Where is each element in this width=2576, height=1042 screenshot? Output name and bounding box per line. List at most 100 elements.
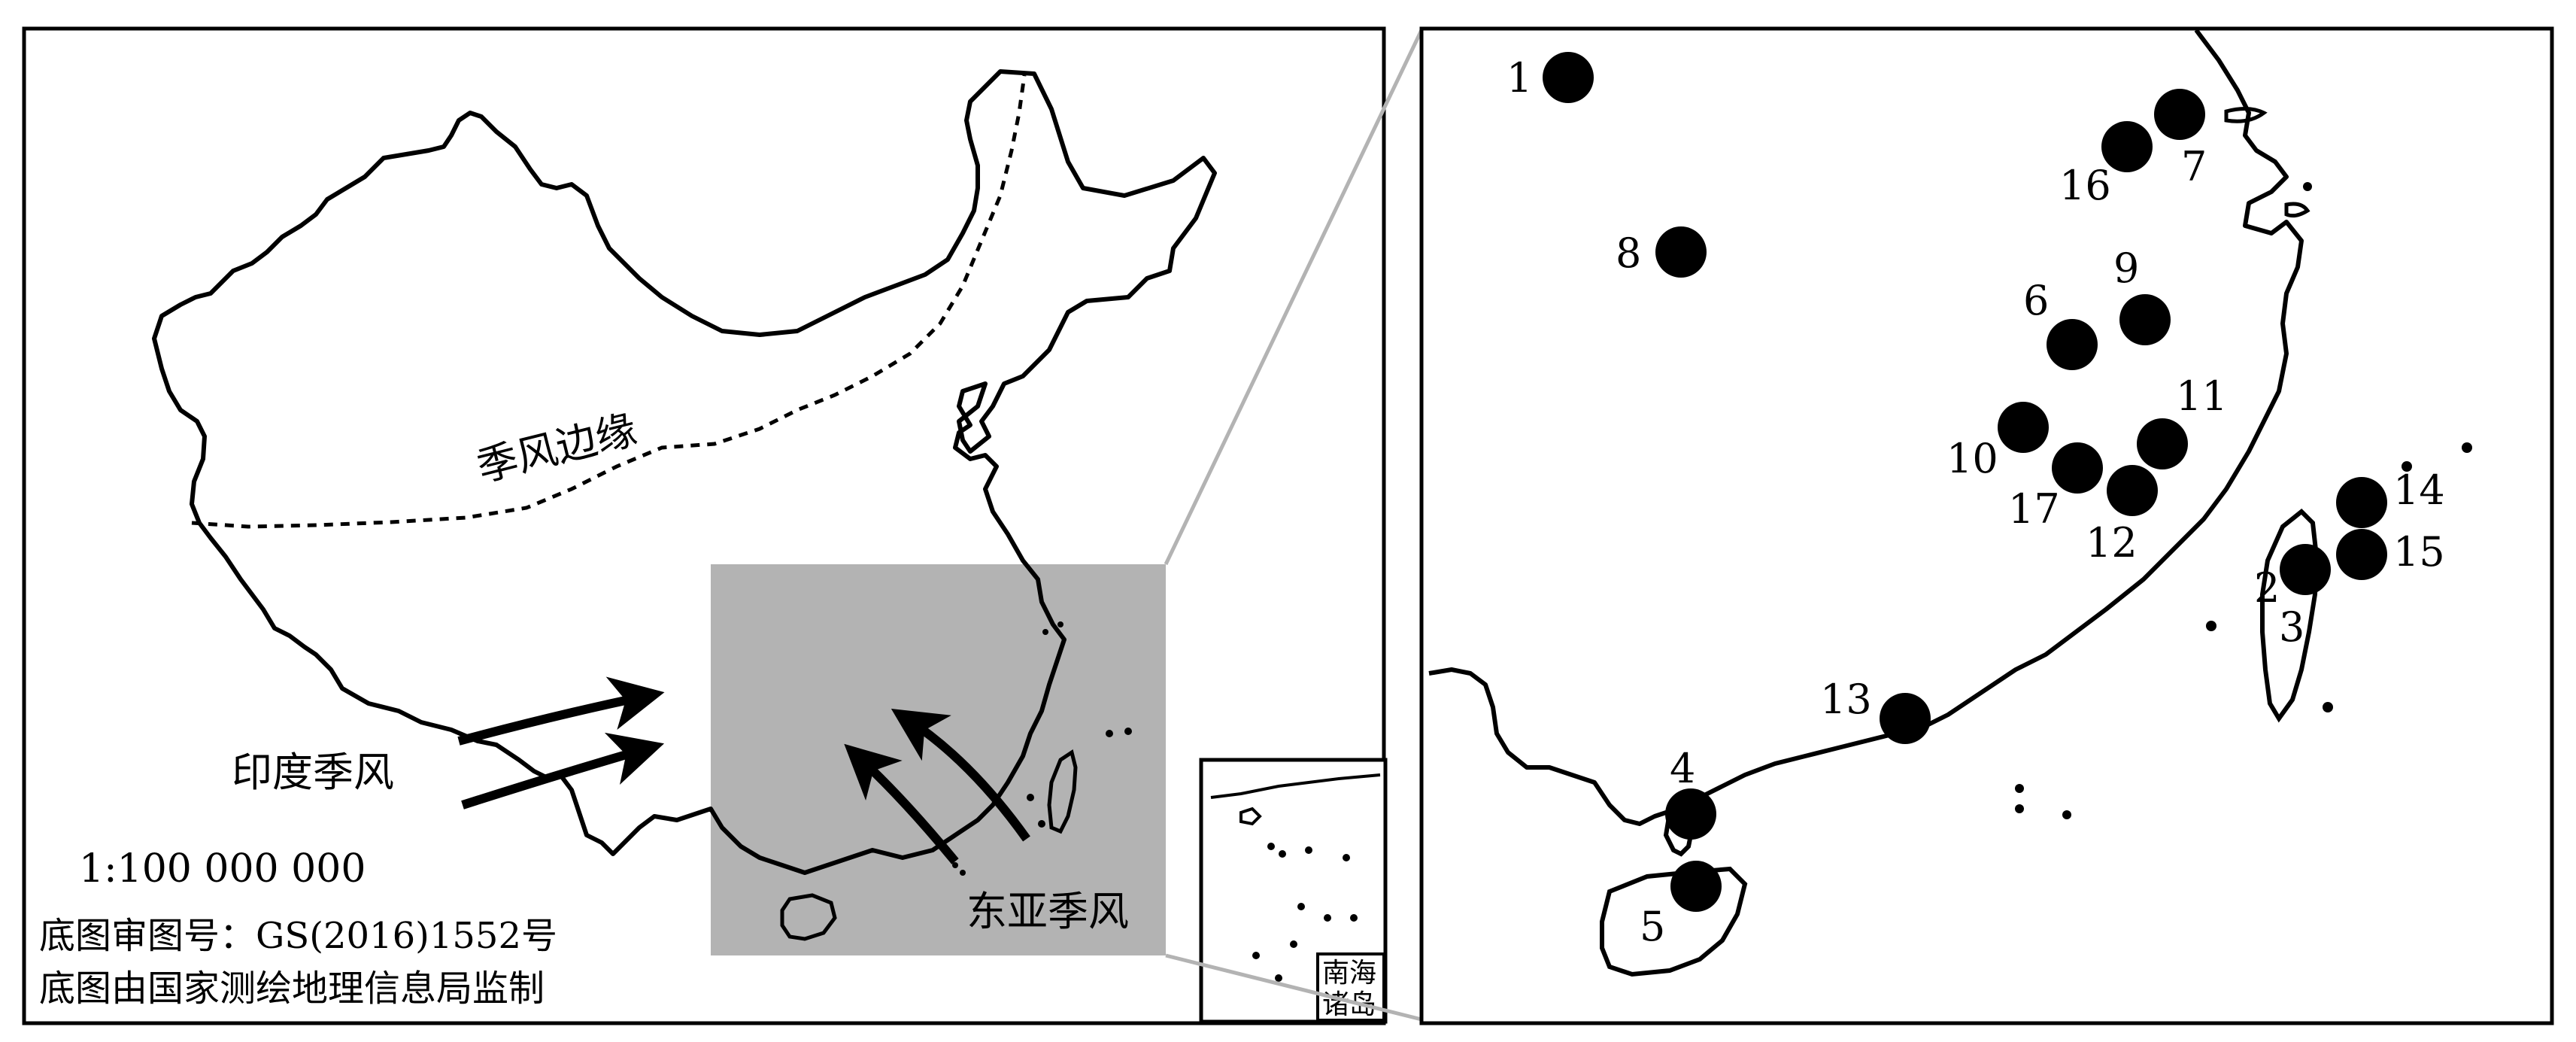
taiwan-island <box>1047 749 1078 834</box>
site-label: 7 <box>2181 143 2207 190</box>
india-monsoon-arrow-lower <box>461 732 665 810</box>
india-monsoon-arrow-upper <box>457 676 665 746</box>
island-ring <box>2224 107 2268 123</box>
inset-dot <box>1279 850 1286 858</box>
island-dot <box>2206 621 2216 631</box>
inset-label-line1: 南海 <box>1322 958 1376 989</box>
site-14: 14 <box>2336 466 2445 528</box>
site-marker <box>2119 294 2171 345</box>
site-label: 16 <box>2059 162 2111 209</box>
inset-dot <box>1290 940 1297 948</box>
site-15: 15 <box>2336 528 2445 580</box>
inset-dot <box>1343 854 1350 861</box>
site-2: 2 <box>2254 544 2331 612</box>
island-dot <box>2015 784 2024 793</box>
site-3: 3 <box>2279 603 2304 651</box>
zoomed-coastline <box>1428 29 2304 826</box>
site-10: 10 <box>1946 402 2049 482</box>
site-8: 8 <box>1616 226 1707 278</box>
island-dot <box>952 862 958 868</box>
site-17: 17 <box>2008 442 2103 533</box>
island-dot <box>1106 730 1113 737</box>
site-marker <box>2154 89 2205 140</box>
right-map-panel: 1 2 3 4 5 6 7 8 9 <box>1419 26 2554 1025</box>
site-marker <box>1665 788 1716 840</box>
inset-dot <box>1297 903 1305 910</box>
site-label: 14 <box>2393 466 2445 514</box>
site-5: 5 <box>1640 861 1722 950</box>
connector-line-top <box>1164 29 1424 566</box>
site-label: 12 <box>2086 519 2138 567</box>
island-ring <box>2284 202 2311 218</box>
china-outline <box>152 69 1217 875</box>
site-label: 5 <box>1640 903 1665 950</box>
site-4: 4 <box>1665 745 1716 840</box>
island-dot <box>1038 820 1045 828</box>
site-label: 10 <box>1946 435 1998 482</box>
island-dot <box>2462 442 2472 453</box>
site-marker <box>1543 52 1594 103</box>
left-map-panel: 季风边缘 印度季风 东亚季风 1:100 000 000 底图审图号：GS(20… <box>22 26 1388 1025</box>
island-dot <box>2323 702 2333 712</box>
site-label: 4 <box>1670 745 1695 792</box>
island-dot <box>2303 182 2312 191</box>
site-6: 6 <box>2023 277 2098 370</box>
site-label: 1 <box>1506 54 1532 102</box>
site-marker <box>2047 319 2098 370</box>
site-16: 16 <box>2059 121 2153 209</box>
inset-dot <box>1350 914 1358 922</box>
site-marker <box>2107 465 2158 516</box>
leizhou-peninsula <box>1663 812 1695 857</box>
inset-coast <box>1210 773 1381 799</box>
inset-dot <box>1275 974 1282 982</box>
hainan-island <box>780 893 837 941</box>
india-monsoon-label: 印度季风 <box>232 749 394 796</box>
site-label: 11 <box>2176 372 2228 420</box>
island-dot <box>2062 810 2071 819</box>
site-marker <box>2336 529 2387 580</box>
inset-dot <box>1305 846 1312 854</box>
site-7: 7 <box>2154 89 2207 190</box>
south-china-sea-inset: 南海 诸岛 <box>1199 758 1388 1024</box>
monsoon-edge-line <box>191 74 1027 529</box>
map-credit: 底图由国家测绘地理信息局监制 <box>39 968 545 1010</box>
inset-dot <box>1324 914 1331 922</box>
site-marker <box>2137 418 2188 469</box>
site-label: 6 <box>2023 277 2049 324</box>
island-dot <box>1124 728 1132 735</box>
island-dot <box>2402 461 2412 472</box>
connector-line-bottom <box>1165 953 1422 1022</box>
island-dot <box>960 870 966 876</box>
east-asia-monsoon-label: 东亚季风 <box>966 888 1129 935</box>
scale-text: 1:100 000 000 <box>79 846 366 892</box>
east-asia-monsoon-arrow-left <box>844 743 959 864</box>
taiwan-island-zoomed <box>2260 508 2320 723</box>
site-marker <box>2101 121 2153 172</box>
site-marker <box>2280 544 2331 595</box>
site-label: 17 <box>2008 485 2060 533</box>
site-marker <box>1998 402 2049 453</box>
inset-frame <box>1199 758 1388 1024</box>
island-dot <box>1042 629 1048 635</box>
island-dot <box>1027 794 1034 801</box>
site-label: 15 <box>2393 528 2445 576</box>
inset-dot <box>1252 952 1260 959</box>
site-label: 9 <box>2113 245 2139 292</box>
inset-island <box>1239 807 1262 826</box>
map-approval-number: 底图审图号：GS(2016)1552号 <box>39 915 557 957</box>
site-marker <box>1670 861 1722 912</box>
site-marker <box>2336 477 2387 528</box>
site-label: 2 <box>2254 564 2280 612</box>
site-marker <box>2052 442 2103 494</box>
site-13: 13 <box>1820 676 1931 744</box>
inset-dot <box>1267 843 1275 850</box>
site-12: 12 <box>2086 465 2158 567</box>
right-panel-frame <box>1419 26 2554 1025</box>
site-9: 9 <box>2113 245 2171 345</box>
site-marker <box>1655 226 1707 278</box>
island-dot <box>2015 804 2024 813</box>
site-11: 11 <box>2137 372 2228 469</box>
site-label: 8 <box>1616 229 1641 277</box>
site-marker <box>1880 693 1931 744</box>
